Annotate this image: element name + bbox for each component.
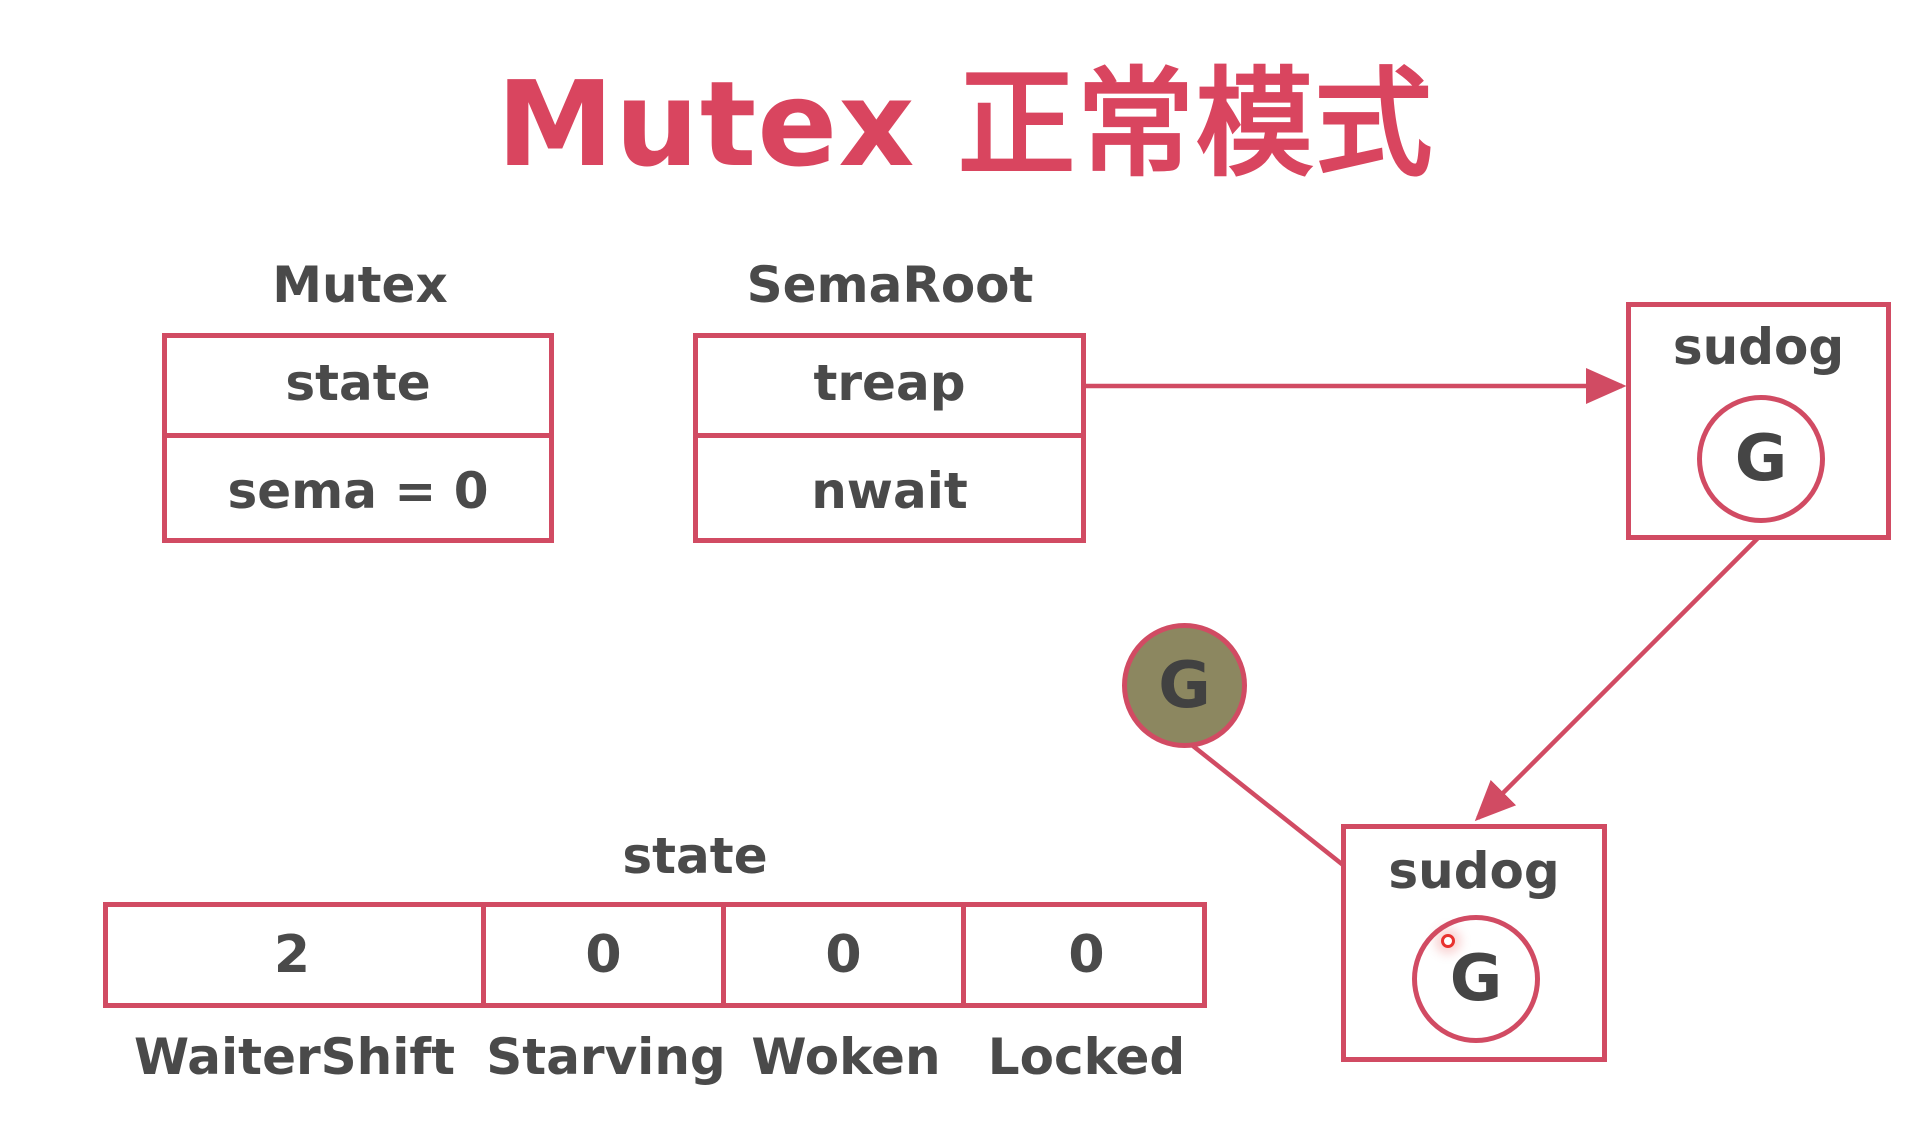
state-bits-label: state <box>622 827 768 885</box>
cursor-pointer <box>1441 934 1455 948</box>
mutex-label: Mutex <box>272 256 448 314</box>
sudog-top-goroutine: G <box>1697 395 1825 523</box>
state-bit-woken-name: Woken <box>751 1028 941 1086</box>
state-bit-starving-value: 0 <box>486 902 726 1008</box>
sudog-bottom-goroutine: G <box>1412 915 1540 1043</box>
mutex-state-field: state <box>162 333 554 438</box>
sudog-bottom-label: sudog <box>1388 842 1560 900</box>
state-bits-table <box>103 902 1207 1008</box>
state-bit-waitershift-value: 2 <box>103 902 486 1008</box>
page-title: Mutex 正常模式 <box>496 55 1434 193</box>
waiting-goroutine: G <box>1122 623 1247 748</box>
sudog-to-sudog-arrow <box>1474 536 1760 822</box>
state-bit-waitershift-name: WaiterShift <box>133 1028 456 1086</box>
state-bit-locked-value: 0 <box>1068 925 1105 985</box>
semaroot-nwait-field: nwait <box>811 461 968 520</box>
state-bit-locked-name: Locked <box>987 1028 1186 1086</box>
semaroot-treap-field: treap <box>693 333 1086 438</box>
sudog-top-label: sudog <box>1672 318 1845 376</box>
state-bit-woken-value: 0 <box>726 902 966 1008</box>
mutex-struct <box>162 333 554 543</box>
semaroot-struct <box>693 333 1086 543</box>
state-bit-starving-name: Starving <box>486 1028 726 1086</box>
semaroot-label: SemaRoot <box>746 256 1034 314</box>
mutex-sema-field: sema = 0 <box>227 461 489 520</box>
